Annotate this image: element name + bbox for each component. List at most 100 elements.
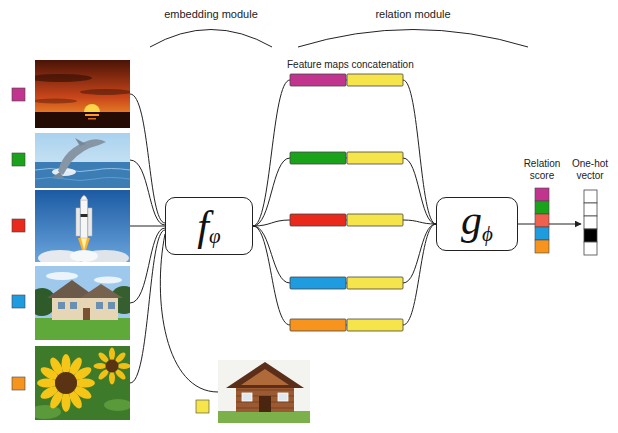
reflection [88, 118, 96, 120]
dolphin-fin [75, 138, 86, 146]
sky [35, 133, 130, 188]
feature-map [290, 214, 346, 226]
rocket-band [81, 214, 88, 217]
window [278, 393, 288, 401]
sunset-image [35, 60, 130, 128]
query-line [160, 234, 218, 392]
input-line [130, 160, 165, 225]
cloud [46, 272, 78, 280]
window [70, 302, 77, 309]
dolphin-image [35, 133, 130, 188]
label-text: One-hot vector [572, 158, 608, 181]
feature-map [347, 74, 403, 86]
class-square [12, 295, 25, 308]
feature-map [347, 152, 403, 164]
feature-map [347, 319, 403, 331]
feature-map [347, 214, 403, 226]
feature-map [347, 277, 403, 289]
smoke [70, 250, 98, 262]
leaf [104, 399, 130, 411]
petals [37, 354, 95, 412]
feature-map [290, 277, 346, 289]
class-square [12, 377, 25, 390]
input-line [130, 94, 165, 223]
window [96, 302, 103, 309]
input-line [130, 226, 165, 227]
label-text: Relation score [524, 158, 561, 181]
section-label: Feature maps concatenation [287, 59, 457, 71]
score-cell [535, 227, 549, 240]
house-body [52, 296, 118, 320]
query-square [196, 400, 209, 413]
label-text: relation module [375, 8, 450, 20]
feature-connector [253, 224, 436, 283]
sea [35, 162, 130, 188]
score-cell [535, 201, 549, 214]
feature-connector [253, 158, 436, 226]
parameter-subscript: ϕ [482, 224, 493, 245]
label-text: embedding module [164, 8, 258, 20]
sea [35, 112, 130, 128]
rocket-nose [81, 196, 88, 201]
embedding-box: fφ [165, 197, 253, 255]
rocket-body [81, 200, 88, 238]
door [83, 308, 90, 320]
wave [35, 169, 130, 172]
relation-scores [535, 188, 549, 253]
grass [218, 411, 310, 423]
house-image [35, 266, 130, 340]
sky [218, 360, 310, 423]
output-label: Relation score [518, 158, 566, 181]
flower-center [55, 372, 77, 394]
label-text: Feature maps concatenation [287, 59, 414, 70]
score-cell [535, 214, 549, 227]
relation-box: gϕ [436, 197, 518, 251]
window [242, 393, 252, 401]
cloud [35, 74, 92, 82]
function-symbol: g [461, 199, 482, 241]
module-bracket [298, 30, 528, 48]
vector-cell [584, 190, 597, 203]
feature-connector [253, 80, 436, 226]
cloud [80, 89, 130, 95]
score-cell [535, 240, 549, 253]
booster [88, 208, 92, 236]
wave [35, 178, 130, 181]
score-cell [535, 188, 549, 201]
feature-map [290, 74, 346, 86]
sunflower-image [35, 346, 130, 420]
module-label: relation module [298, 8, 528, 21]
flower-center [106, 360, 119, 373]
score-line [518, 224, 535, 225]
feature-connector [253, 224, 436, 325]
class-square [12, 153, 25, 166]
module-bracket [150, 30, 272, 48]
door [259, 396, 271, 412]
vector-cell [584, 242, 597, 255]
petals [94, 348, 131, 385]
query-image [218, 360, 310, 423]
roof [226, 362, 304, 388]
roof [80, 284, 123, 298]
flame [81, 238, 87, 250]
input-line [130, 228, 165, 303]
output-arrow [549, 224, 581, 225]
cloud [94, 277, 122, 284]
window [108, 302, 115, 309]
parameter-subscript: φ [209, 226, 221, 247]
function-symbol: f [197, 205, 209, 247]
vector-cell [584, 203, 597, 216]
leaf [35, 405, 61, 419]
gable [241, 369, 289, 385]
booster [76, 208, 80, 236]
feature-map [290, 319, 346, 331]
window [58, 302, 65, 309]
cloud [35, 99, 77, 104]
house-body [236, 384, 294, 412]
input-line [130, 230, 165, 383]
vector-cell [584, 229, 597, 242]
feature-maps [290, 74, 403, 331]
dolphin-tail [51, 172, 64, 178]
reflection [85, 114, 99, 116]
